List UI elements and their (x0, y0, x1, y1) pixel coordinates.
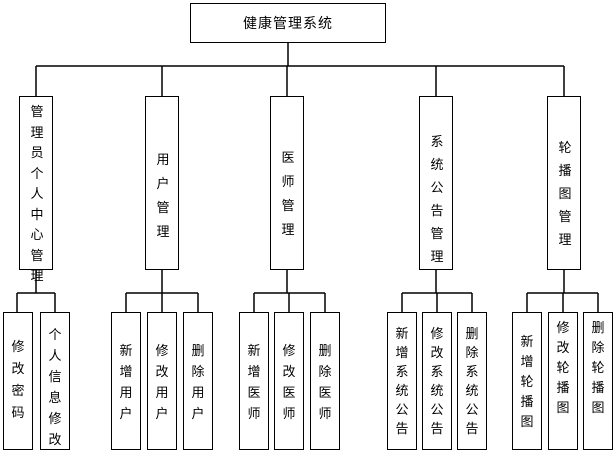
root-node: 健康管理系统 (190, 3, 386, 43)
leaf-label: 修改密码 (11, 340, 25, 421)
leaf-label: 修改轮播图 (556, 321, 570, 416)
leaf-label: 删除轮播图 (591, 321, 605, 416)
leaf-node: 删除用户 (183, 312, 213, 450)
leaf-node: 修改医师 (274, 312, 304, 450)
leaf-node: 删除医师 (310, 312, 340, 450)
module-node-announcement: 系统公告管理 (419, 96, 453, 270)
leaf-node: 修改轮播图 (548, 312, 578, 450)
leaf-label: 修改用户 (155, 344, 169, 422)
leaf-node: 删除轮播图 (583, 312, 613, 450)
leaf-label: 修改医师 (282, 344, 296, 422)
module-node-carousel: 轮播图管理 (547, 96, 581, 270)
leaf-label: 删除系统公告 (465, 327, 479, 437)
leaf-node: 新增系统公告 (387, 312, 417, 450)
leaf-node: 删除系统公告 (457, 312, 487, 450)
module-label: 用户管理 (156, 153, 170, 240)
leaf-node: 修改密码 (3, 312, 33, 450)
leaf-node: 个人信息修改 (40, 312, 70, 450)
leaf-node: 新增医师 (239, 312, 269, 450)
leaf-label: 新增轮播图 (520, 335, 534, 430)
leaf-node: 新增轮播图 (512, 312, 542, 450)
root-label: 健康管理系统 (243, 16, 333, 32)
leaf-node: 修改系统公告 (422, 312, 452, 450)
leaf-label: 个人信息修改 (48, 328, 62, 448)
leaf-label: 修改系统公告 (430, 327, 444, 437)
module-node-doctor: 医师管理 (270, 96, 304, 270)
leaf-node: 新增用户 (111, 312, 141, 450)
module-label: 系统公告管理 (430, 135, 444, 265)
module-node-admin-center: 管理员个人中心管理 (19, 96, 53, 284)
leaf-label: 新增医师 (247, 344, 261, 422)
module-label: 轮播图管理 (558, 141, 572, 248)
leaf-label: 删除医师 (318, 344, 332, 422)
module-label: 管理员个人中心管理 (30, 105, 44, 284)
leaf-label: 新增用户 (119, 344, 133, 422)
module-node-user: 用户管理 (145, 96, 179, 270)
leaf-label: 删除用户 (191, 344, 205, 422)
module-label: 医师管理 (281, 151, 295, 238)
leaf-label: 新增系统公告 (395, 327, 409, 437)
leaf-node: 修改用户 (147, 312, 177, 450)
